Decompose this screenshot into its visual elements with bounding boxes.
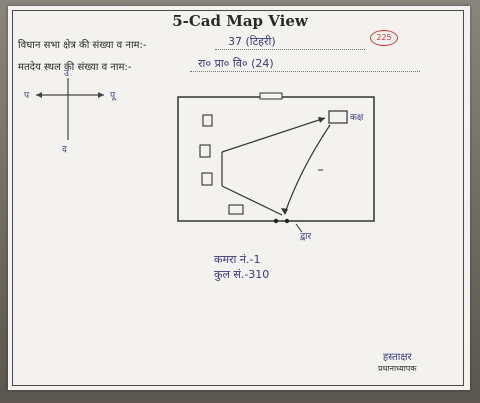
entry-pointer xyxy=(295,223,303,233)
constituency-label: विधान सभा क्षेत्र की संख्या व नाम:- xyxy=(18,40,147,51)
page-title: 5-Cad Map View xyxy=(172,12,308,30)
building-outline xyxy=(177,96,375,222)
document-sheet xyxy=(8,6,470,390)
exit-dot-1 xyxy=(273,218,279,224)
constituency-value: 37 (टिहरी) xyxy=(228,35,276,48)
line1-rule xyxy=(215,49,365,50)
path-to-room xyxy=(221,117,326,153)
room-number-note: कमरा नं.-1 xyxy=(214,253,261,266)
entry-label: द्वार xyxy=(300,232,312,242)
polling-station-value: रा० प्रा० वि० (24) xyxy=(198,57,274,70)
compass-west-arrow xyxy=(36,92,42,98)
path-room-to-exit xyxy=(284,124,331,214)
exit-arrowhead xyxy=(281,208,288,215)
compass-west-label: प xyxy=(24,91,30,101)
left-box-2 xyxy=(199,144,211,158)
signature-text: हस्ताक्षर xyxy=(382,352,412,363)
path-to-room-arrowhead xyxy=(318,117,325,123)
constituency-badge: 225 xyxy=(370,30,398,46)
signature-designation: प्रधानाध्यापक xyxy=(378,364,417,373)
line2-rule xyxy=(190,71,420,72)
path-to-exit xyxy=(221,185,283,216)
compass-south-label: द xyxy=(62,145,67,155)
compass-east-arrow xyxy=(98,92,104,98)
left-box-4 xyxy=(228,204,244,215)
total-count-note: कुल सं.-310 xyxy=(214,268,270,281)
polling-station-label: मतदेय स्थल की संख्या व नाम:- xyxy=(18,62,132,73)
page-border xyxy=(12,10,464,386)
room-box xyxy=(328,110,348,124)
exit-dot-2 xyxy=(284,218,290,224)
top-door-mark xyxy=(259,92,283,100)
compass-north-label: उ xyxy=(64,69,69,79)
signature-block: हस्ताक्षर प्रधानाध्यापक xyxy=(378,352,416,374)
compass-east-label: पू xyxy=(110,91,116,101)
left-box-3 xyxy=(201,172,213,186)
room-label: कक्ष xyxy=(350,113,364,123)
left-box-1 xyxy=(202,114,213,127)
